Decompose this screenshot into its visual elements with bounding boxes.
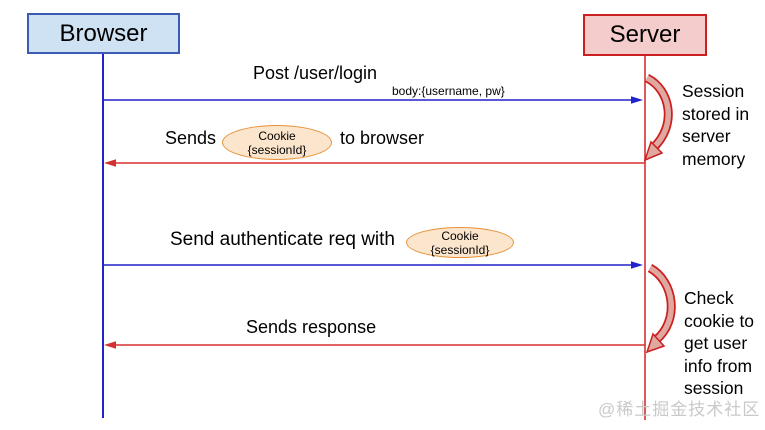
annotation-session-stored: Session stored in server memory xyxy=(682,81,750,169)
cookie-ellipse-2: Cookie {sessionId} xyxy=(406,227,514,258)
self-arrow-check-fill xyxy=(648,265,674,343)
self-arrow-session-fill xyxy=(645,75,671,151)
arrowhead-authenticate xyxy=(631,261,643,269)
actor-server-label: Server xyxy=(609,21,681,48)
message-sends-suffix: to browser xyxy=(340,128,425,148)
actor-browser-label: Browser xyxy=(59,19,148,47)
actor-server: Server xyxy=(583,14,707,56)
self-arrow-check-head xyxy=(645,332,666,354)
self-arrow-session-head xyxy=(643,140,664,162)
watermark: @稀土掘金技术社区 xyxy=(598,400,761,419)
message-sends-response-label: Sends response xyxy=(246,317,377,337)
arrowhead-sends-response xyxy=(104,341,116,349)
arrowhead-sends-cookie xyxy=(104,159,116,167)
message-post-login-label: Post /user/login xyxy=(253,63,378,83)
arrowhead-post-login xyxy=(631,96,643,104)
cookie-1-value: {sessionId} xyxy=(247,142,307,157)
cookie-2-value: {sessionId} xyxy=(430,242,490,257)
message-sends-prefix: Sends xyxy=(165,128,217,148)
cookie-2-title: Cookie xyxy=(441,228,479,243)
actor-browser: Browser xyxy=(27,13,180,54)
annotation-check-cookie: Check cookie to get user info from sessi… xyxy=(684,288,755,398)
cookie-ellipse-1: Cookie {sessionId} xyxy=(222,125,332,160)
message-authenticate-prefix: Send authenticate req with xyxy=(170,229,395,250)
cookie-1-title: Cookie xyxy=(258,128,296,143)
message-post-login-sublabel: body:{username, pw} xyxy=(392,84,505,98)
